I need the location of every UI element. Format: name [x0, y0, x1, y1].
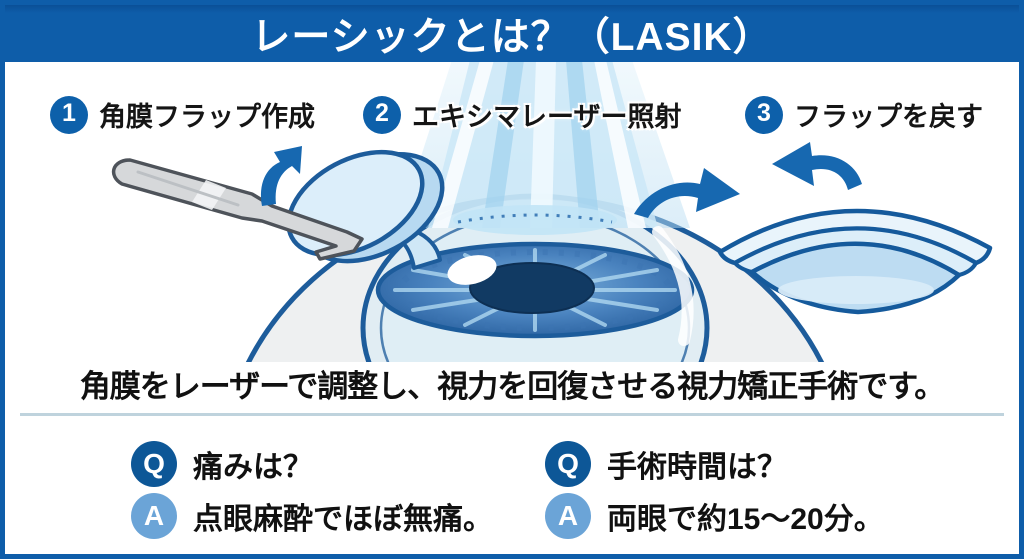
header: レーシックとは？（LASIK）	[5, 5, 1019, 62]
qa-column-pain: Q 痛みは？ A 点眼麻酔でほぼ無痛。	[131, 441, 493, 545]
answer-row: A 点眼麻酔でほぼ無痛。	[131, 493, 493, 539]
step-3-number-badge: 3	[745, 95, 783, 134]
q-badge: Q	[131, 441, 177, 487]
q-badge: Q	[545, 441, 591, 487]
step-2-label: エキシマレーザー照射	[412, 102, 682, 132]
microkeratome-blade-icon	[111, 158, 364, 261]
answer-row: A 両眼で約15〜20分。	[545, 493, 884, 539]
answer-text: 両眼で約15〜20分。	[607, 503, 884, 536]
qa-column-duration: Q 手術時間は？ A 両眼で約15〜20分。	[545, 441, 884, 545]
iris-icon	[375, 241, 695, 339]
answer-text: 点眼麻酔でほぼ無痛。	[193, 503, 493, 536]
page-title: レーシックとは？（LASIK）	[251, 15, 773, 59]
step-2-number-badge: 2	[363, 95, 401, 134]
arrow-up-icon	[260, 146, 302, 206]
lasik-illustration	[111, 60, 993, 362]
question-row: Q 痛みは？	[131, 441, 493, 487]
step-1-label: 角膜フラップ作成	[99, 102, 315, 132]
eye-highlight	[447, 255, 497, 285]
step-1: 1 角膜フラップ作成	[50, 95, 315, 134]
step-1-number-badge: 1	[50, 95, 88, 134]
question-text: 痛みは？	[193, 451, 313, 484]
pupil-icon	[469, 262, 595, 314]
cornea-sheen	[652, 226, 694, 346]
description-text: 角膜をレーザーで調整し、視力を回復させる視力矯正手術です。	[79, 369, 945, 404]
arrow-right-icon	[634, 168, 740, 218]
arrow-left-icon	[772, 142, 862, 190]
step-3-label: フラップを戻す	[794, 102, 983, 132]
step-2: 2 エキシマレーザー照射	[363, 95, 681, 134]
question-text: 手術時間は？	[607, 451, 787, 484]
question-row: Q 手術時間は？	[545, 441, 884, 487]
step-3: 3 フラップを戻す	[745, 95, 983, 134]
laser-beam-icon	[398, 60, 690, 235]
returned-flap-icon	[717, 208, 993, 315]
a-badge: A	[131, 493, 177, 539]
divider-line	[20, 413, 1004, 416]
a-badge: A	[545, 493, 591, 539]
